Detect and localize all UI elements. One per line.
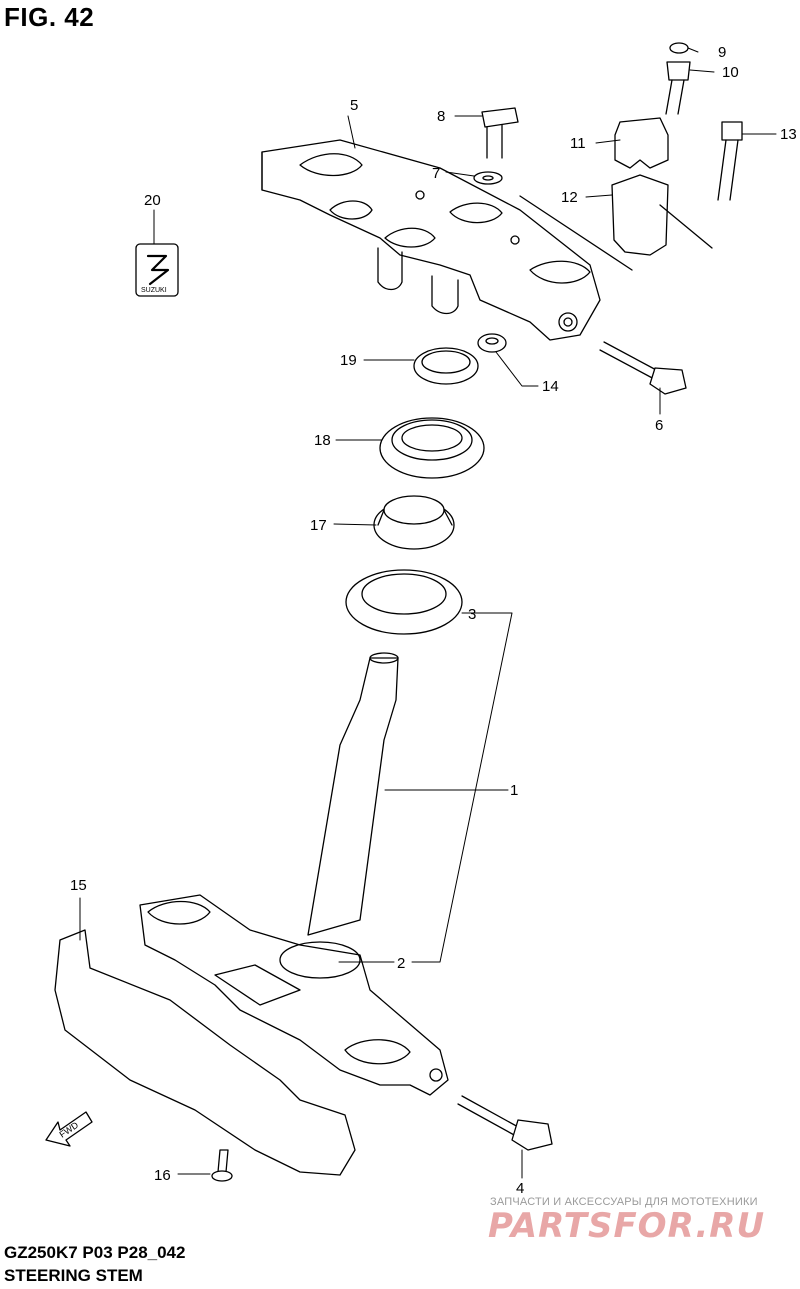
callout-5: 5 <box>350 97 358 114</box>
dust-seal-part <box>379 417 485 479</box>
callout-18: 18 <box>314 432 331 449</box>
ring-nut-parts <box>413 333 507 385</box>
cover-screw-part <box>211 1149 233 1182</box>
callout-20: 20 <box>144 192 161 209</box>
callout-3: 3 <box>468 606 476 623</box>
pinch-bolt-part <box>599 341 687 395</box>
callout-1: 1 <box>510 782 518 799</box>
lower-bracket-part <box>139 894 449 1096</box>
steering-stem-shaft-part <box>307 652 399 936</box>
callout-15: 15 <box>70 877 87 894</box>
callout-11: 11 <box>570 135 586 152</box>
figure-title: FIG. 42 <box>4 2 95 32</box>
callout-13: 13 <box>780 126 797 143</box>
section-name: STEERING STEM <box>4 1266 143 1285</box>
lower-cover-part <box>54 929 356 1176</box>
forward-arrow-icon <box>45 1111 93 1147</box>
callout-16: 16 <box>154 1167 171 1184</box>
callout-labels: 1 2 3 4 5 6 7 8 9 10 11 12 13 14 15 16 1… <box>58 44 797 1197</box>
callout-14: 14 <box>542 378 559 395</box>
callout-12: 12 <box>561 189 578 206</box>
watermark-logo: PARTSFOR.RU <box>488 1206 766 1246</box>
watermark-caption: ЗАПЧАСТИ И АКСЕССУАРЫ ДЛЯ МОТОТЕХНИКИ <box>490 1196 758 1208</box>
callout-9: 9 <box>718 44 726 61</box>
lower-bearing-part <box>345 569 463 635</box>
handlebar-holder-parts <box>519 42 743 271</box>
callout-2: 2 <box>397 955 405 972</box>
callout-8: 8 <box>437 108 445 125</box>
callout-19: 19 <box>340 352 357 369</box>
callout-17: 17 <box>310 517 327 534</box>
upper-bracket-part <box>261 139 601 341</box>
callout-4: 4 <box>516 1180 524 1197</box>
model-code: GZ250K7 P03 P28_042 <box>4 1243 186 1262</box>
stem-bolt-part <box>457 1095 553 1151</box>
callout-6: 6 <box>655 417 663 434</box>
upper-bearing-part <box>373 495 455 550</box>
bolt-and-washer-parts <box>473 107 519 185</box>
suzuki-emblem-part <box>135 243 179 297</box>
callout-10: 10 <box>722 64 739 81</box>
leader-lines <box>79 47 777 1179</box>
emblem-text: SUZUKI <box>141 287 167 294</box>
callout-7: 7 <box>432 165 440 182</box>
